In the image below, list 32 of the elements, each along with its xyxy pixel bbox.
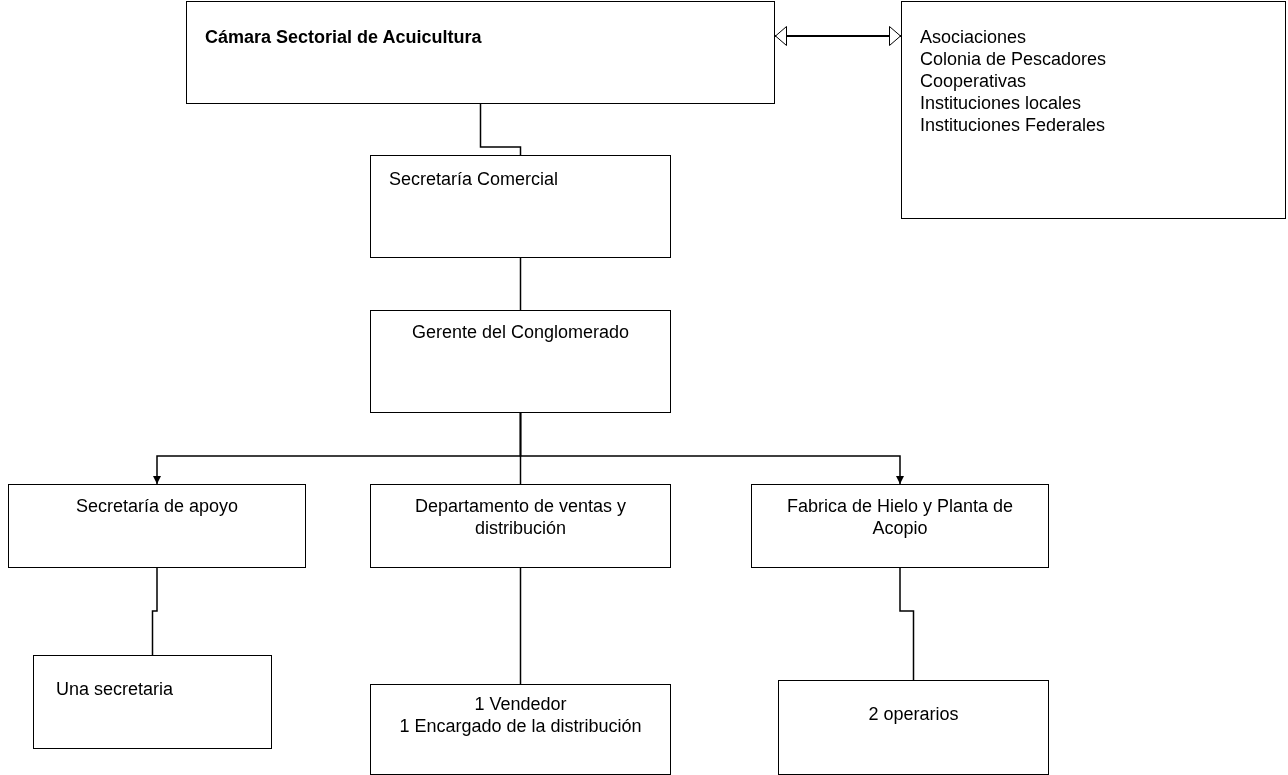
box-label: Gerente del Conglomerado <box>410 321 631 343</box>
connector-line <box>151 567 158 656</box>
box-label: Instituciones Federales <box>920 114 1107 136</box>
org-box <box>33 655 272 749</box>
connector-line <box>519 257 522 311</box>
connector-line <box>899 567 915 681</box>
box-label: Asociaciones <box>920 26 1028 48</box>
org-box <box>370 684 671 775</box>
box-label: 1 Encargado de la distribución <box>398 715 643 737</box>
arrow <box>774 26 902 46</box>
org-box <box>778 680 1049 775</box>
org-box <box>370 484 671 568</box>
box-label: 1 Vendedor <box>473 693 568 715</box>
box-label: Colonia de Pescadores <box>920 48 1108 70</box>
connector-line <box>479 103 522 156</box>
box-label: Una secretaria <box>56 678 175 700</box>
org-box <box>751 484 1049 568</box>
box-label: Instituciones locales <box>920 92 1083 114</box>
org-box <box>8 484 306 568</box>
org-box <box>370 310 671 413</box>
box-label: 2 operarios <box>867 703 960 725</box>
org-box <box>186 1 775 104</box>
box-label: Cámara Sectorial de Acuicultura <box>205 26 483 48</box>
box-label: Secretaría de apoyo <box>74 495 240 517</box>
arrow <box>519 412 904 485</box>
org-box <box>370 155 671 258</box>
box-label: Cooperativas <box>920 70 1028 92</box>
org-box <box>901 1 1286 219</box>
connector-line <box>519 567 522 685</box>
box-label: Secretaría Comercial <box>389 168 560 190</box>
box-label: Fabrica de Hielo y Planta de Acopio <box>785 495 1015 539</box>
box-label: Departamento de ventas y distribución <box>413 495 628 539</box>
